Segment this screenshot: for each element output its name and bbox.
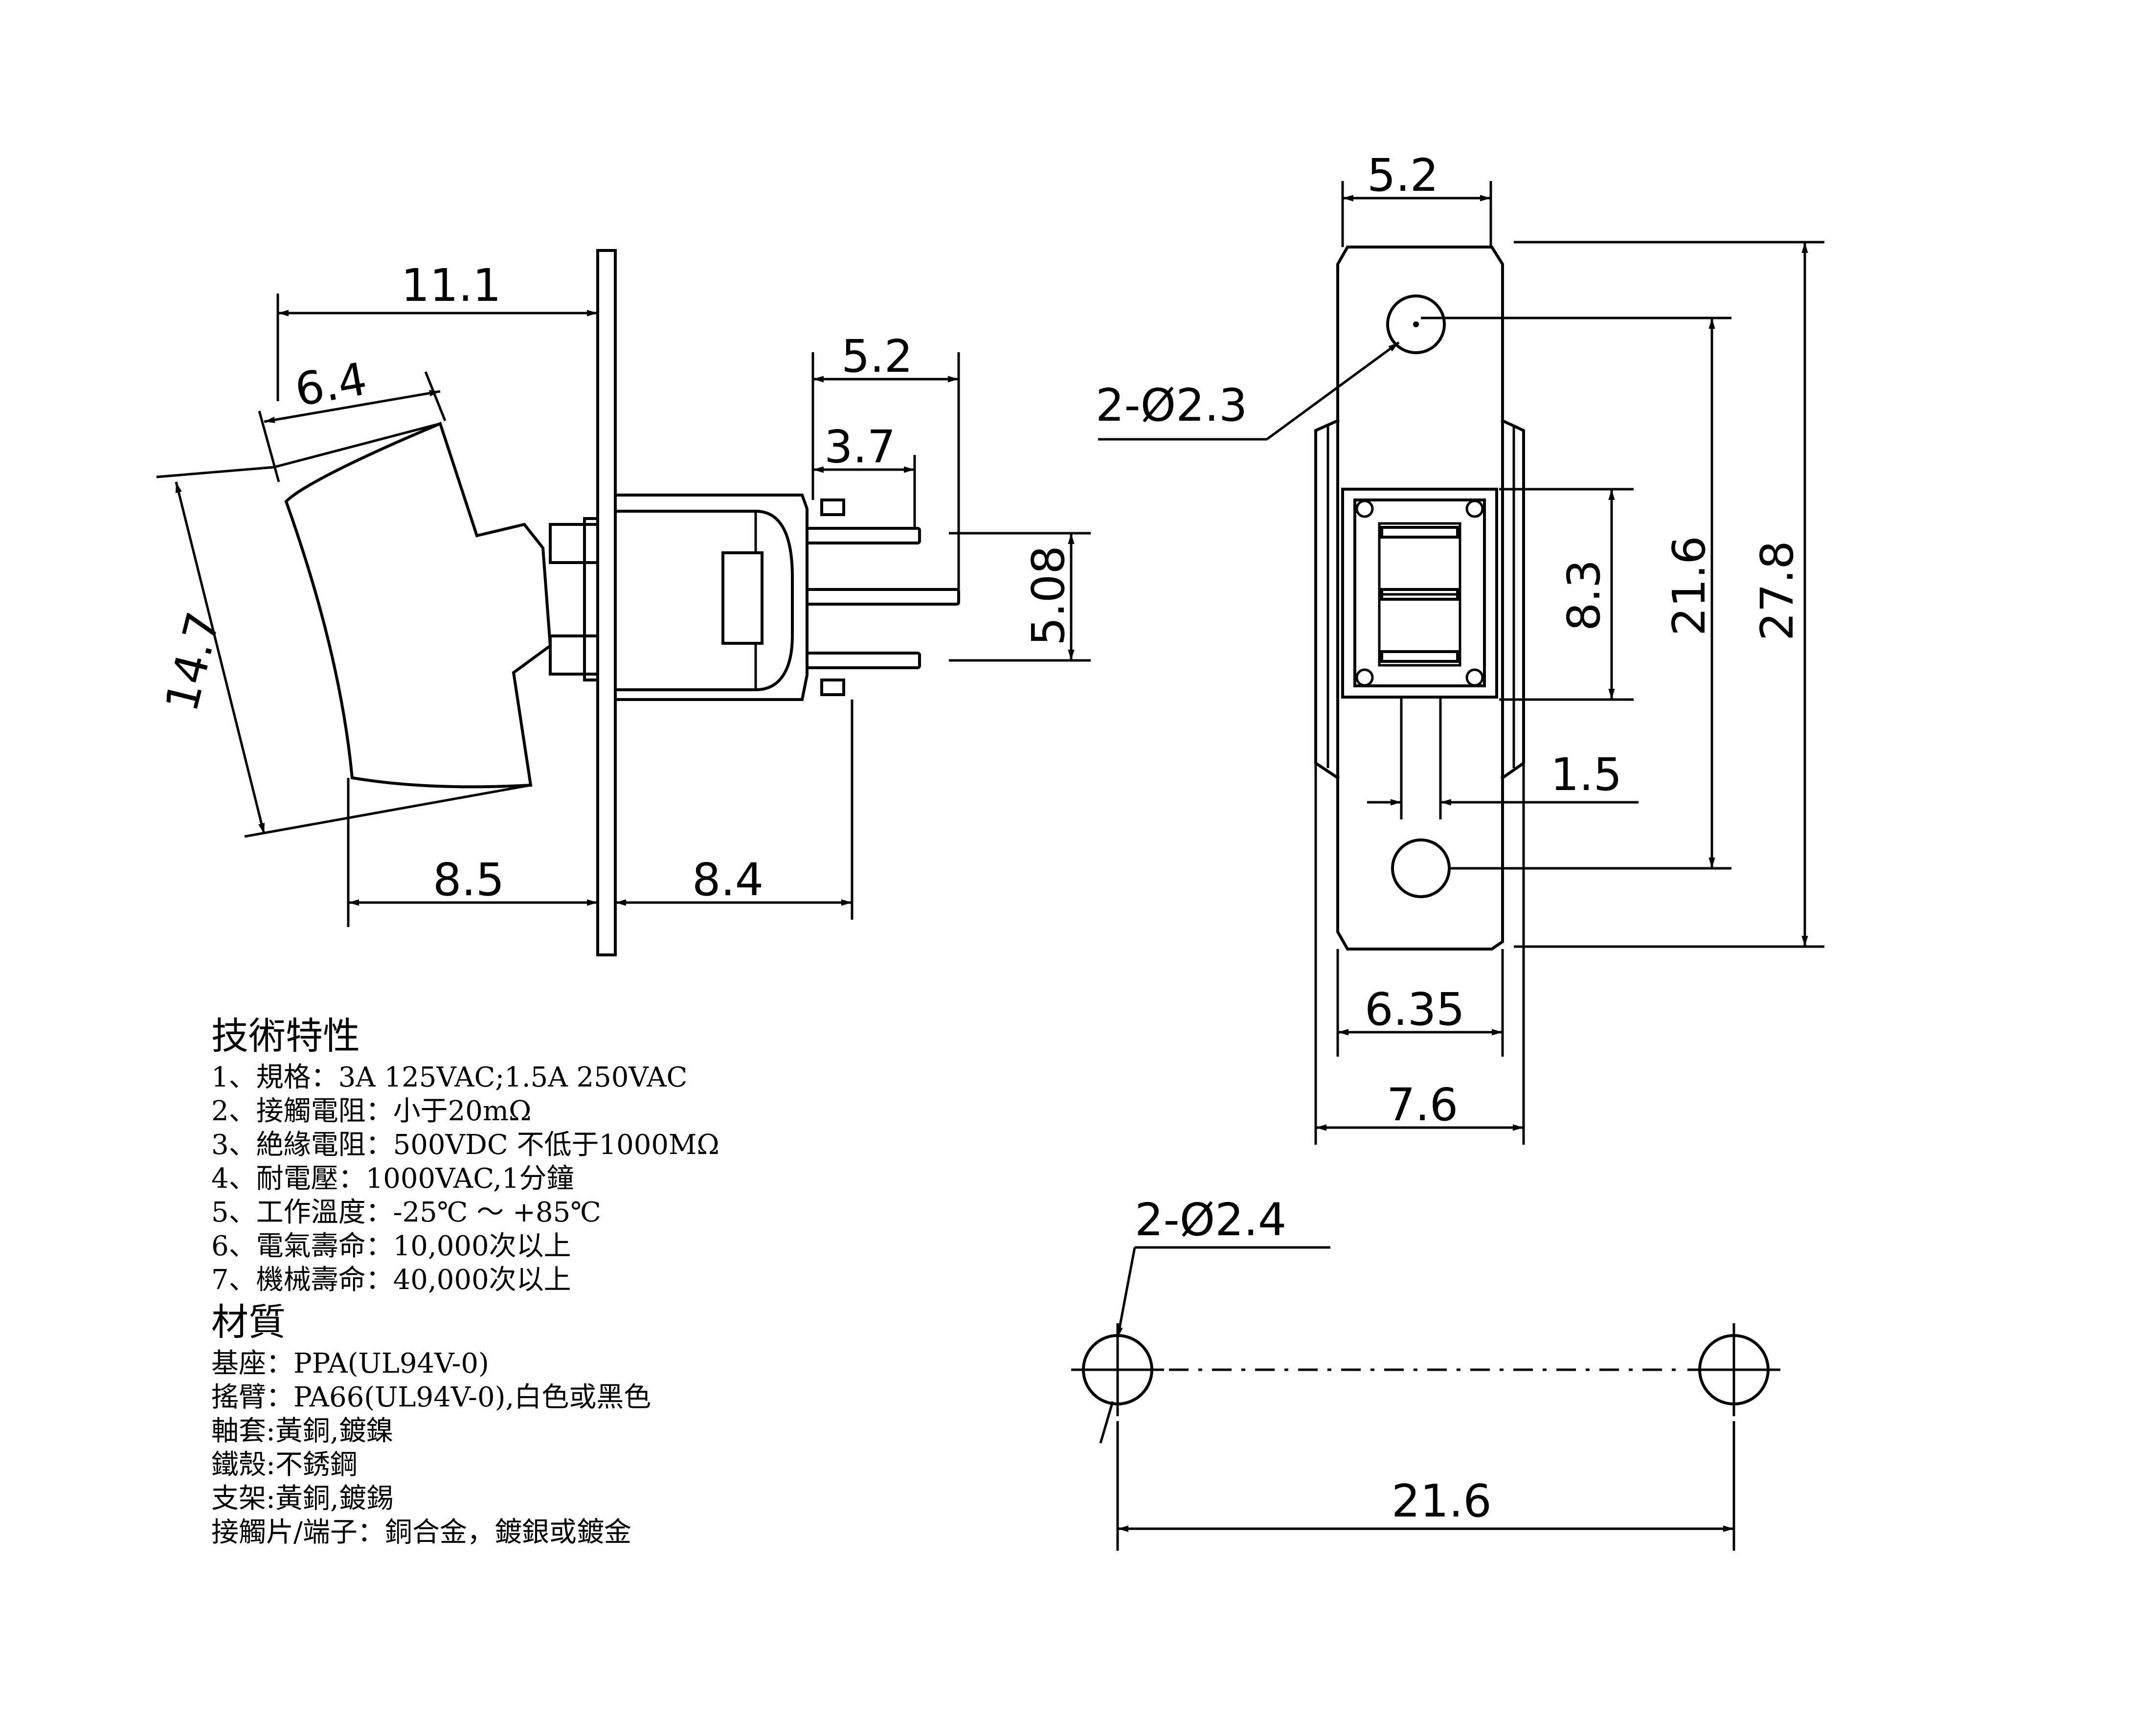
mounting-hole-top xyxy=(1386,294,1446,354)
side-view: 11.1 6.4 14.7 5.2 3.7 5.08 8.5 8.4 xyxy=(156,249,1091,956)
material-item: 軸套:黃銅,鍍鎳 xyxy=(211,1415,394,1447)
dim-14-7: 14.7 xyxy=(156,607,230,717)
dim-6-35: 6.35 xyxy=(1365,983,1465,1036)
switch-contact-block xyxy=(721,551,764,645)
dim-5-08: 5.08 xyxy=(1022,545,1075,646)
spec-item: 5、工作溫度：-25℃ ～ +85℃ xyxy=(211,1197,601,1228)
dim-21-6-cutout: 21.6 xyxy=(1392,1475,1492,1527)
dim-11-1: 11.1 xyxy=(401,259,501,312)
dim-6-4: 6.4 xyxy=(291,353,371,417)
dim-27-8: 27.8 xyxy=(1751,541,1803,641)
terminal-top xyxy=(806,527,921,544)
material-item: 支架:黃銅,鍍錫 xyxy=(211,1483,394,1515)
mounting-plate xyxy=(596,249,617,956)
spec-item: 1、規格：3A 125VAC;1.5A 250VAC xyxy=(211,1062,688,1093)
spec-item: 3、絶緣電阻：500VDC 不低于1000MΩ xyxy=(211,1129,719,1161)
terminal-middle xyxy=(806,588,960,606)
dim-5-2-front: 5.2 xyxy=(1367,149,1438,202)
rocker-actuator xyxy=(284,421,552,789)
dim-3-7: 3.7 xyxy=(824,421,896,473)
dim-7-6: 7.6 xyxy=(1387,1079,1458,1131)
front-frame xyxy=(1336,246,1504,951)
dim-8-5: 8.5 xyxy=(433,854,504,906)
spec-heading: 技術特性 xyxy=(211,1014,360,1058)
front-view: 5.2 2-Ø2.3 21.6 27.8 8.3 1.5 6.35 xyxy=(1096,149,1824,1145)
material-item: 接觸片/端子：銅合金，鍍銀或鍍金 xyxy=(211,1516,631,1548)
dim-1-5: 1.5 xyxy=(1550,748,1622,801)
spec-item: 6、電氣壽命：10,000次以上 xyxy=(211,1230,571,1262)
dim-8-4: 8.4 xyxy=(692,854,764,906)
material-item: 鐵殼:不銹鋼 xyxy=(211,1449,358,1481)
spec-block: 技術特性 1、規格：3A 125VAC;1.5A 250VAC 2、接觸電阻：小… xyxy=(211,1014,994,1549)
actuator-shaft xyxy=(549,523,599,564)
terminal-bottom xyxy=(806,652,921,669)
spec-item: 2、接觸電阻：小于20mΩ xyxy=(211,1095,532,1127)
mounting-hole-bottom xyxy=(1391,838,1451,898)
switch-body xyxy=(614,494,808,701)
material-item: 搖臂：PA66(UL94V-0),白色或黑色 xyxy=(211,1381,651,1413)
dim-8-3: 8.3 xyxy=(1558,560,1610,631)
materials-heading: 材質 xyxy=(211,1300,286,1344)
dim-5-2-side: 5.2 xyxy=(841,330,913,383)
panel-cutout: 2-Ø2.4 21.6 xyxy=(1071,1194,1780,1551)
spec-item: 4、耐電壓：1000VAC,1分鐘 xyxy=(211,1163,574,1195)
dim-hole-2-3: 2-Ø2.3 xyxy=(1096,379,1247,431)
spec-item: 7、機械壽命：40,000次以上 xyxy=(211,1264,571,1296)
dim-hole-2-4: 2-Ø2.4 xyxy=(1135,1194,1286,1246)
dim-21-6-front: 21.6 xyxy=(1663,536,1715,636)
front-housing xyxy=(1341,488,1498,699)
material-item: 基座：PPA(UL94V-0) xyxy=(211,1348,489,1380)
